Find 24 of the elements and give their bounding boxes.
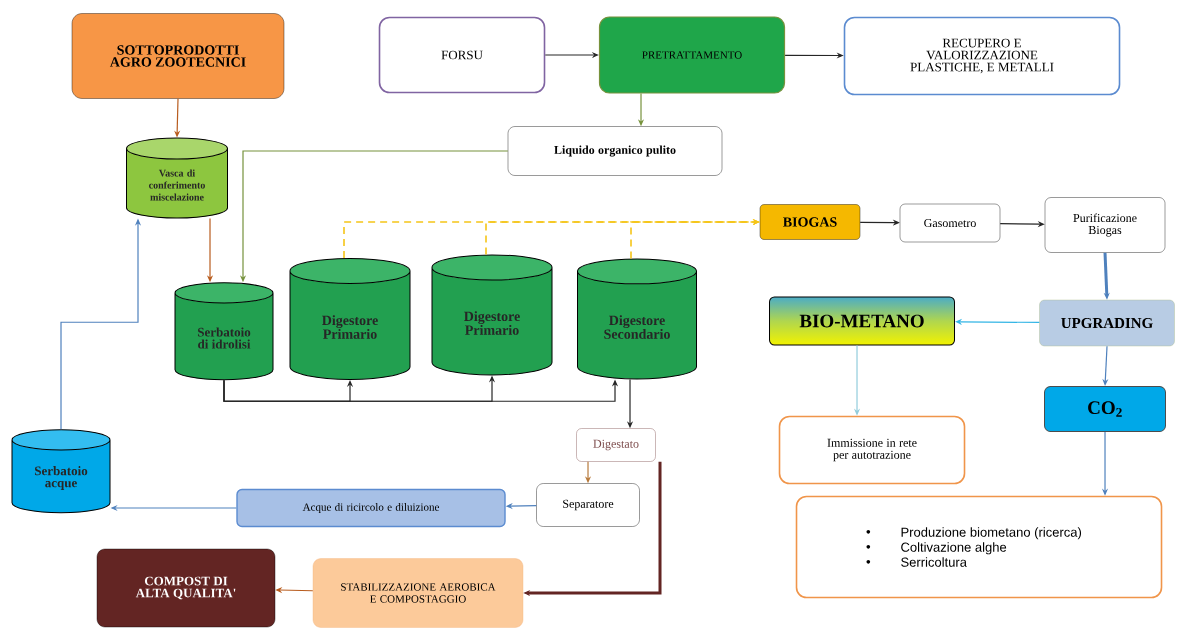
process-box: Separatore <box>536 483 640 527</box>
tank-cylinder: Vasca di conferimento miscelazione <box>126 137 228 219</box>
process-box: BIO-METANO <box>769 296 955 346</box>
process-box: Liquido organico pulito <box>507 126 723 176</box>
process-box: RECUPERO E VALORIZZAZIONE PLASTICHE, E METALLI <box>843 16 1121 96</box>
process-box: SOTTOPRODOTTI AGRO ZOOTECNICI <box>71 13 285 99</box>
process-box: FORSU <box>378 16 546 94</box>
process-box: COMPOST DI ALTA QUALITA' <box>96 548 276 628</box>
digester-cylinder: Digestore Secondario <box>577 258 697 380</box>
process-box: Digestato <box>576 428 656 462</box>
process-box: Gasometro <box>899 203 1001 243</box>
process-box: Acque di ricircolo e diluizione <box>236 488 506 528</box>
bulleted-list-box: Produzione biometano (ricerca) Coltivazione alghe Serricoltura <box>795 495 1163 599</box>
digester-cylinder: Digestore Primario <box>431 254 553 376</box>
tank-cylinder: Serbatoio acque <box>11 429 111 514</box>
process-box: STABILIZZAZIONE AEROBICA E COMPOSTAGGIO <box>312 558 524 628</box>
process-box: CO$_{2}$ <box>1044 386 1166 432</box>
process-box: UPGRADING <box>1039 299 1175 347</box>
process-box: Purificazione Biogas <box>1044 197 1166 253</box>
process-box: PRETRATTAMENTO <box>598 16 786 94</box>
process-box: BIOGAS <box>759 204 861 240</box>
tank-cylinder: Serbatoio di idrolisi <box>174 282 274 381</box>
process-box: Immissione in rete per autotrazione <box>778 415 966 485</box>
digester-cylinder: Digestore Primario <box>289 257 411 380</box>
